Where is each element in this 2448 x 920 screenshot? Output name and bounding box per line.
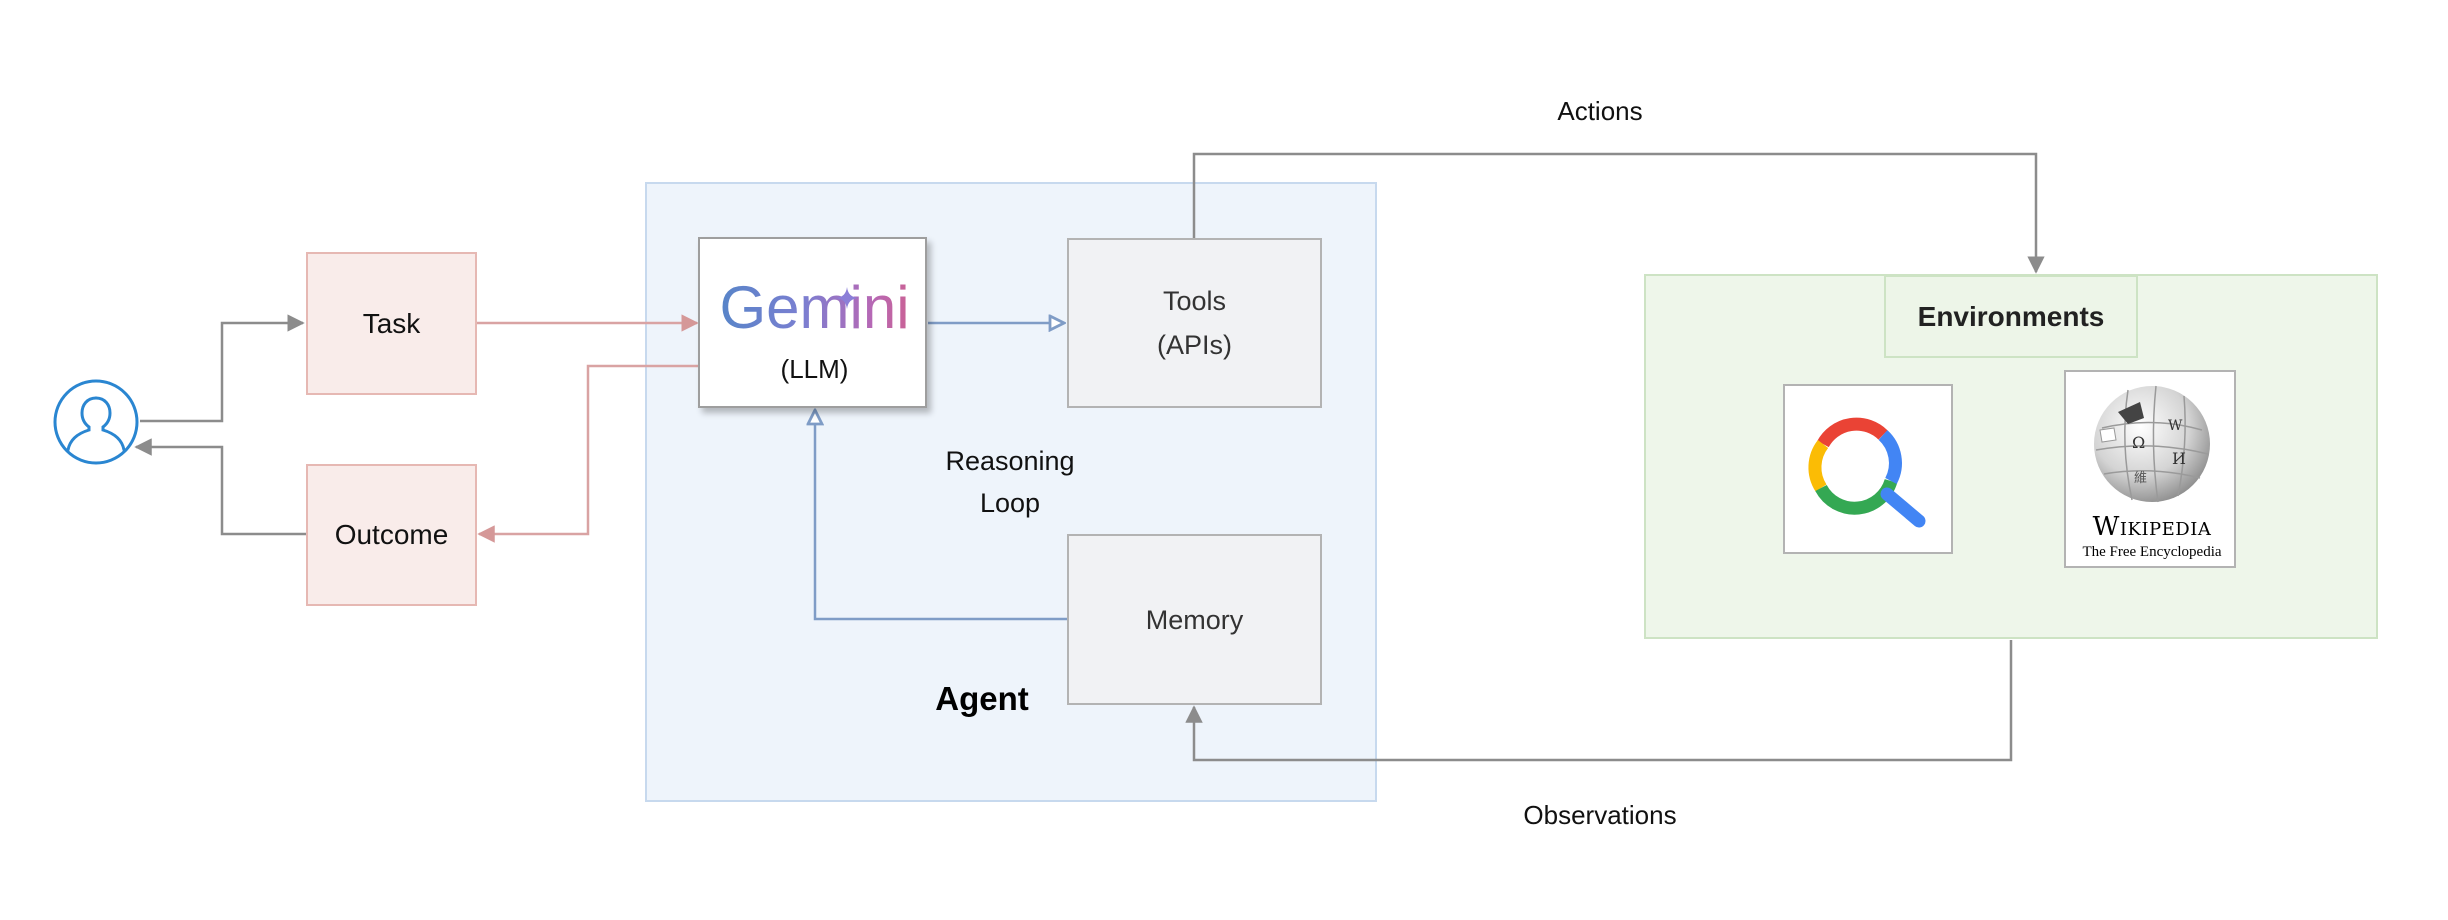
observations-label: Observations [1523, 800, 1677, 830]
outcome-label: Outcome [334, 519, 449, 550]
svg-text:維: 維 [2134, 471, 2147, 486]
svg-text:Ω: Ω [2132, 433, 2145, 452]
outcome-box: Outcome [306, 464, 477, 606]
actions-label: Actions [1557, 96, 1643, 126]
svg-text:W: W [2168, 418, 2183, 434]
task-box: Task [306, 252, 477, 395]
llm-box: Gemini (LLM) [698, 237, 927, 408]
edge-outcome-to-user [134, 438, 307, 536]
edge-observations [1185, 640, 2013, 762]
edge-llm-to-outcome [477, 364, 700, 543]
wikipedia-card: Ω W И 維 Wikipedia The Free Encyclopedia [2064, 370, 2236, 568]
gemini-logo: Gemini [700, 277, 929, 339]
wikipedia-globe-icon: Ω W И 維 [2094, 385, 2210, 503]
tools-sublabel: (APIs) [1156, 330, 1232, 360]
agent-title: Agent [935, 680, 1029, 717]
user-icon [53, 379, 139, 465]
memory-label: Memory [1145, 604, 1244, 635]
memory-box: Memory [1067, 534, 1322, 705]
edge-actions [1192, 152, 2045, 274]
svg-text:И: И [2172, 449, 2186, 468]
wikipedia-name: Wikipedia [2092, 512, 2212, 542]
tools-box: Tools (APIs) [1067, 238, 1322, 408]
gemini-sparkle-icon [836, 287, 858, 309]
task-label: Task [362, 307, 421, 339]
google-search-icon [1808, 417, 1926, 528]
reasoning-loop-label: Reasoning Loop [945, 446, 1075, 518]
edge-user-to-task [140, 314, 305, 423]
wikipedia-tagline: The Free Encyclopedia [2082, 544, 2222, 560]
environments-title: Environments [1917, 300, 2105, 332]
environments-title-box: Environments [1884, 275, 2138, 358]
llm-subtitle: (LLM) [780, 354, 849, 384]
edge-memory-to-llm [815, 410, 1067, 621]
google-search-card [1783, 384, 1953, 554]
tools-label: Tools [1162, 286, 1227, 316]
